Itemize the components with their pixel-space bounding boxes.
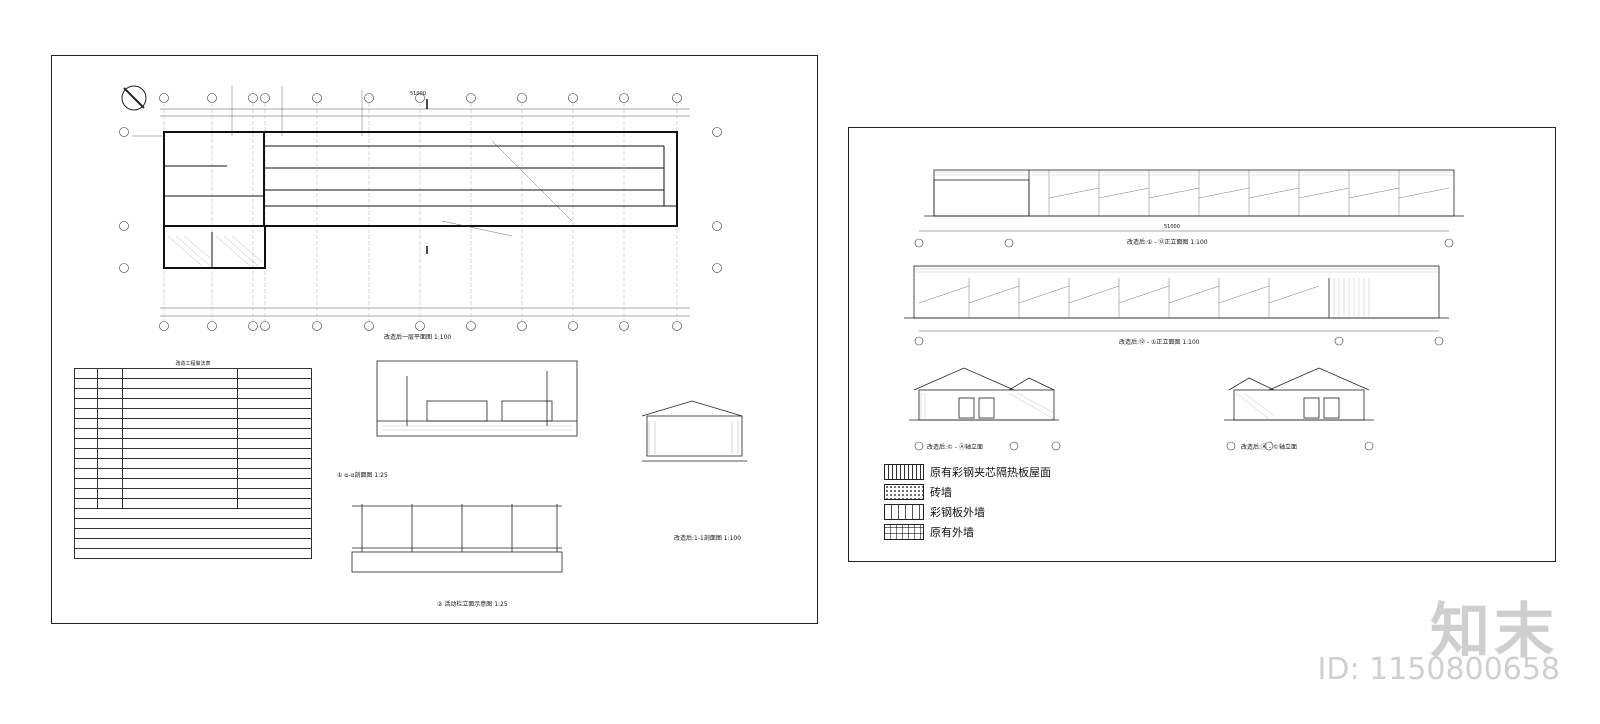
watermark-id: ID: 1150800658 xyxy=(1317,652,1560,687)
section-a-title-text: ① α-α剖面图 xyxy=(337,472,373,479)
legend-original-wall-swatch xyxy=(884,524,924,540)
left-sheet-linework xyxy=(119,85,747,573)
section-a-scale: 1:25 xyxy=(374,472,388,479)
legend-steel-wall-swatch xyxy=(884,504,924,520)
section-c-title-text: 改造后:1-1剖面图 xyxy=(674,535,722,542)
overall-dimension: 51000 xyxy=(410,91,426,97)
table-title: 改造工程做法表 xyxy=(175,361,211,367)
elevation2-scale: 1:100 xyxy=(1182,339,1200,346)
legend-roof-label: 原有彩钢夹芯隔热板屋面 xyxy=(930,466,1051,479)
legend-brick: 砖墙 xyxy=(884,483,952,501)
elevation3-title: 改造后:© - Ⓐ轴立面 xyxy=(927,444,984,451)
elevation1-title-text: 改造后:① - ⑫正立面图 xyxy=(1127,239,1189,246)
legend-roof: 原有彩钢夹芯隔热板屋面 xyxy=(884,463,1051,481)
plan-title-text: 改造后一层平面图 xyxy=(384,334,433,341)
legend-brick-label: 砖墙 xyxy=(930,486,952,499)
left-drawing-sheet: 改造后一层平面图 1:100 51000 改造工程做法表 ① α-α剖面图 1:… xyxy=(51,55,818,624)
right-drawing-sheet: 改造后:① - ⑫正立面图 1:100 51000 改造后:⑫ - ①正立面图 … xyxy=(848,127,1556,562)
legend-roof-swatch xyxy=(884,464,924,480)
section-b-scale: 1:25 xyxy=(494,601,508,608)
plan-title: 改造后一层平面图 1:100 xyxy=(384,332,451,341)
legend-steel-wall: 彩钢板外墙 xyxy=(884,503,985,521)
section-a-title: ① α-α剖面图 1:25 xyxy=(337,470,388,479)
section-c-scale: 1:100 xyxy=(723,535,742,542)
legend-steel-wall-label: 彩钢板外墙 xyxy=(930,506,985,519)
elevation1-title: 改造后:① - ⑫正立面图 1:100 xyxy=(1127,237,1208,246)
legend-original-wall-label: 原有外墙 xyxy=(930,526,974,539)
legend-original-wall: 原有外墙 xyxy=(884,523,974,541)
elevation2-title: 改造后:⑫ - ①正立面图 1:100 xyxy=(1119,337,1200,346)
right-sheet-linework xyxy=(904,169,1464,451)
legend-brick-swatch xyxy=(884,484,924,500)
spec-table: 改造工程做法表 xyxy=(74,359,312,559)
elevation4-title: 改造后:Ⓐ - ©轴立面 xyxy=(1241,444,1298,451)
section-c-title: 改造后:1-1剖面图 1:100 xyxy=(674,533,741,542)
plan-scale: 1:100 xyxy=(433,334,452,341)
section-b-title: ② 活动栏立面示意图 1:25 xyxy=(437,599,508,608)
section-b-title-text: ② 活动栏立面示意图 xyxy=(437,601,493,608)
watermark-logo: 知末 xyxy=(1430,597,1558,667)
elevation1-scale: 1:100 xyxy=(1190,239,1208,246)
elevation1-dim: 51000 xyxy=(1164,224,1180,230)
elevation2-title-text: 改造后:⑫ - ①正立面图 xyxy=(1119,339,1181,346)
